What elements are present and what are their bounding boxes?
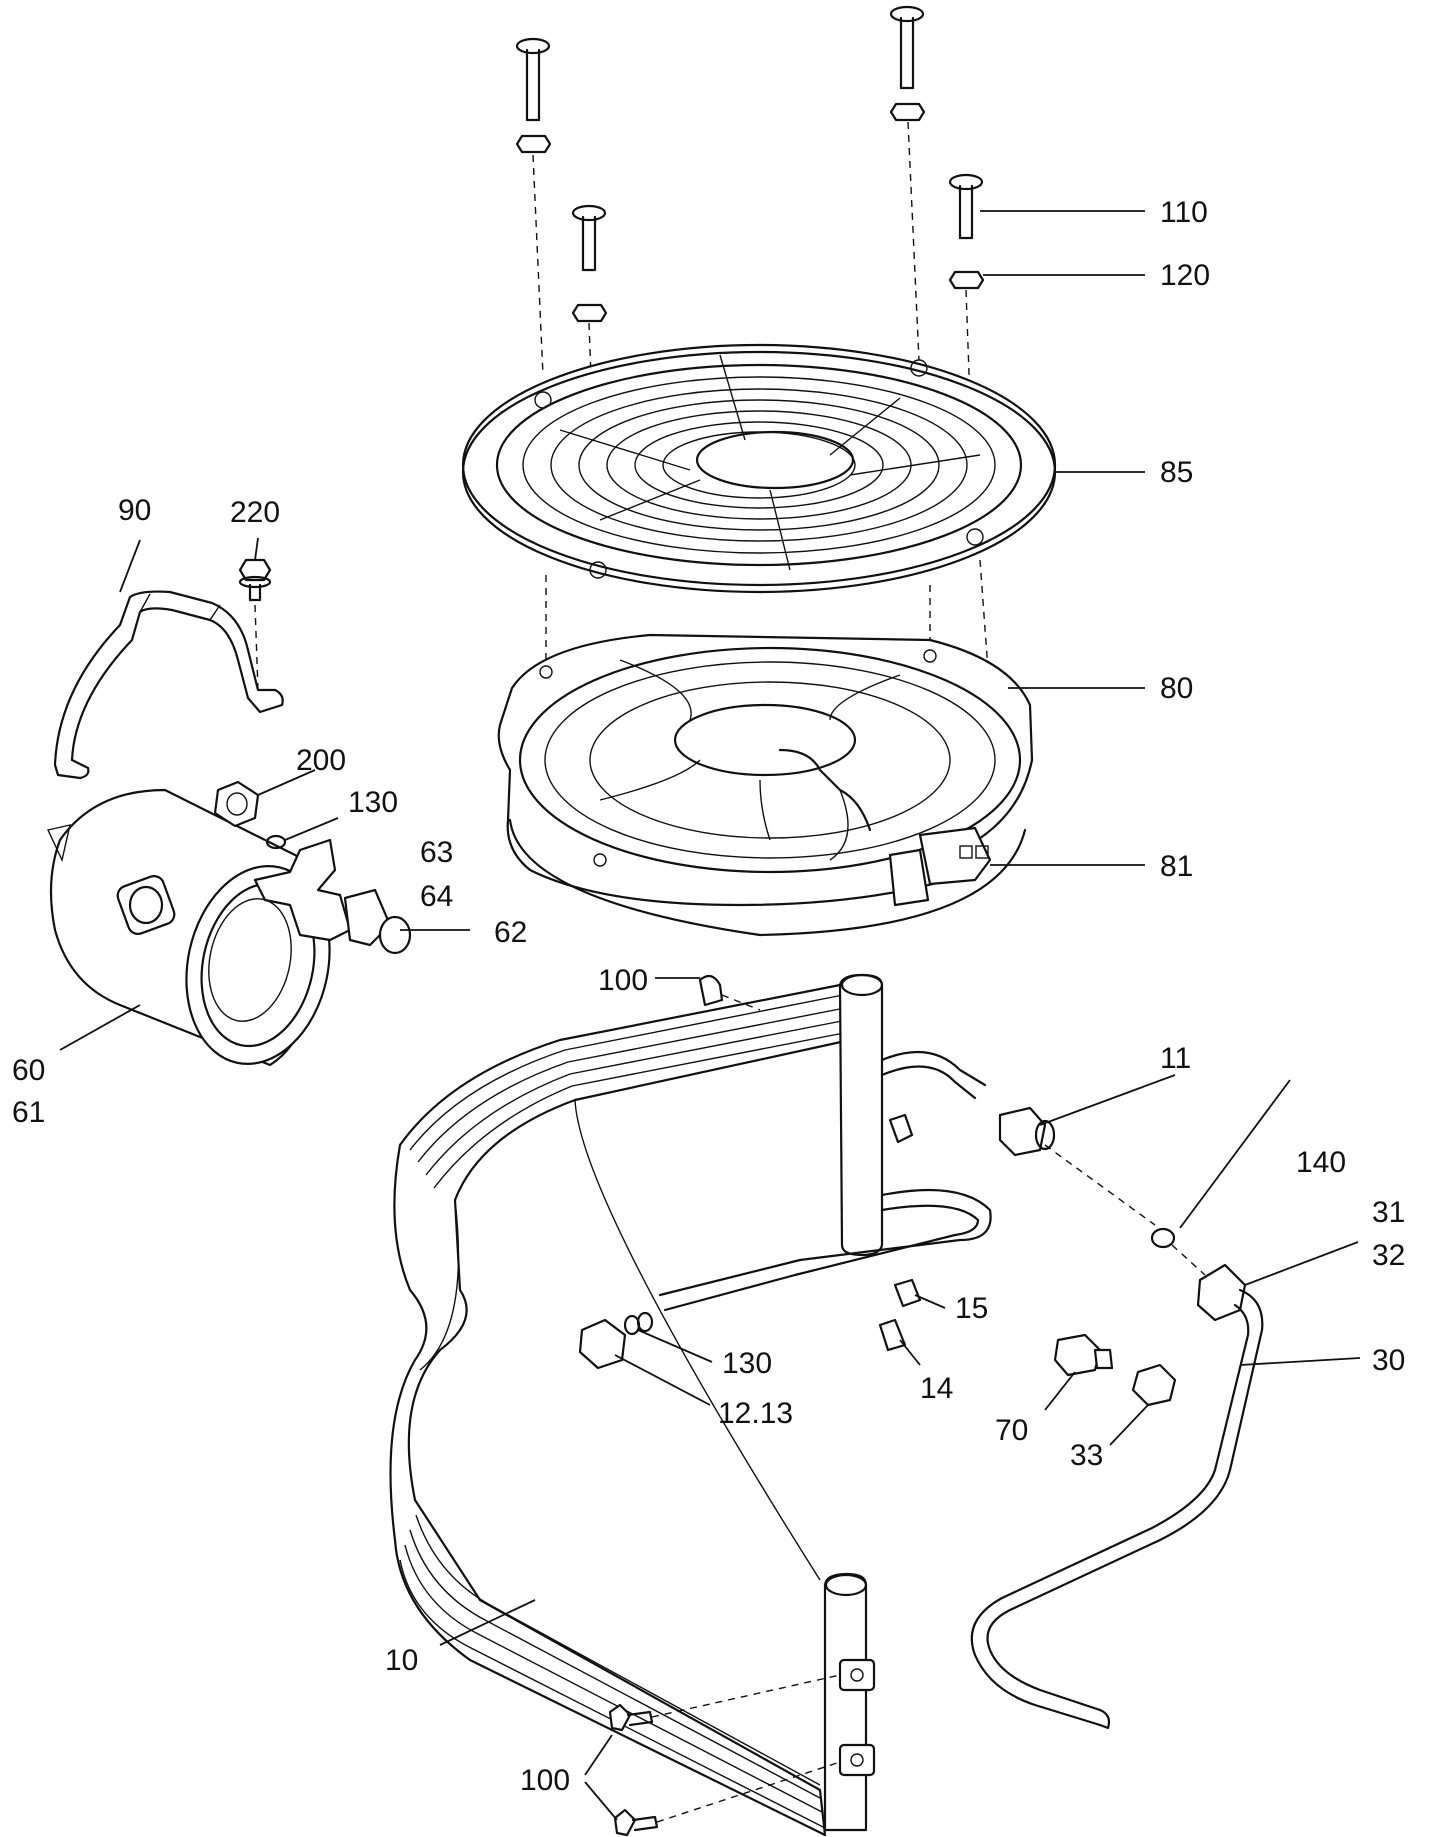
callout-64: 64 — [420, 880, 453, 913]
screw-100-top — [698, 974, 761, 1011]
callout-70: 70 — [995, 1414, 1028, 1447]
callout-61: 61 — [12, 1096, 45, 1129]
pipe-30 — [970, 1263, 1264, 1730]
callout-80: 80 — [1160, 672, 1193, 705]
callout-15: 15 — [955, 1292, 988, 1325]
bolt-220 — [238, 558, 272, 691]
connector-81 — [888, 826, 992, 907]
callout-62: 62 — [494, 916, 527, 949]
screws-100-bottom — [608, 1674, 841, 1837]
nut-12-13 — [578, 1311, 654, 1370]
leader-lines — [59, 210, 1361, 1821]
callout-11: 11 — [1160, 1042, 1191, 1075]
fittings-group — [213, 780, 412, 955]
condenser-10 — [389, 973, 992, 1837]
callout-130-upper: 130 — [348, 786, 398, 819]
callout-30: 30 — [1372, 1344, 1405, 1377]
o-ring-140 — [1150, 1227, 1206, 1276]
fitting-11 — [998, 1106, 1156, 1226]
callout-labels: 110 120 85 80 81 90 220 200 130 63 64 62… — [12, 196, 1405, 1797]
screw-2 — [889, 5, 925, 90]
callout-120: 120 — [1160, 259, 1210, 292]
fitting-33 — [1131, 1363, 1177, 1407]
screw-4 — [948, 173, 984, 240]
callout-140: 140 — [1296, 1146, 1346, 1179]
callout-60: 60 — [12, 1054, 45, 1087]
callout-31: 31 — [1372, 1196, 1405, 1229]
callout-130-lower: 130 — [722, 1347, 772, 1380]
callout-100-top: 100 — [598, 964, 648, 997]
callout-81: 81 — [1160, 850, 1193, 883]
callout-33: 33 — [1070, 1439, 1103, 1472]
callout-90: 90 — [118, 494, 151, 527]
valve-14 — [878, 1318, 907, 1352]
screw-3 — [571, 204, 607, 272]
callout-200: 200 — [296, 744, 346, 777]
screws-110 — [515, 5, 984, 272]
nuts-120 — [515, 102, 985, 323]
callout-100-bottom: 100 — [520, 1764, 570, 1797]
callout-10: 10 — [385, 1644, 418, 1677]
callout-110: 110 — [1160, 196, 1208, 229]
fan-80 — [497, 633, 1034, 937]
screw-1 — [515, 37, 551, 122]
callout-85: 85 — [1160, 456, 1193, 489]
callout-32: 32 — [1372, 1239, 1405, 1272]
callout-220: 220 — [230, 496, 280, 529]
callout-12-13: 12.13 — [718, 1397, 793, 1430]
bracket-90 — [53, 590, 284, 780]
callout-14: 14 — [920, 1372, 953, 1405]
valve-15 — [893, 1278, 922, 1308]
callout-63: 63 — [420, 836, 453, 869]
fan-guard-85 — [461, 343, 1057, 594]
fitting-70 — [1053, 1333, 1114, 1377]
